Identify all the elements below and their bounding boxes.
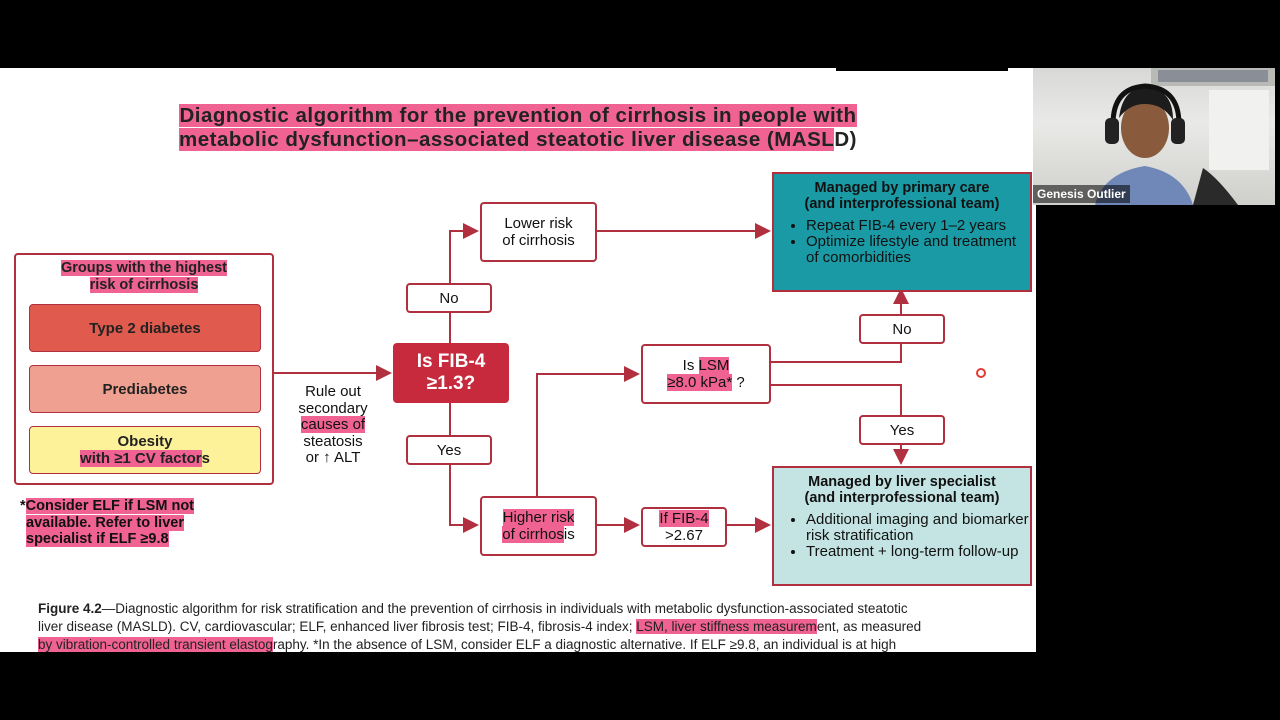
risk-prediabetes: Prediabetes — [29, 365, 261, 413]
lsm-line-2a: ≥8.0 kPa* — [667, 374, 733, 391]
lsm-line-1: Is LSM — [683, 357, 730, 374]
lsm-decision-box: Is LSM ≥8.0 kPa* ? — [641, 344, 771, 404]
fib4-no-label: No — [406, 283, 492, 313]
lsm-no-text: No — [892, 320, 912, 338]
fib4-yes-label: Yes — [406, 435, 492, 465]
risk-type2-diabetes: Type 2 diabetes — [29, 304, 261, 352]
if-fib4-line-1: If FIB-4 — [659, 510, 709, 527]
lsm-line-2: ≥8.0 kPa* ? — [667, 374, 745, 391]
higher-risk-line-2a: of cirrhos — [502, 526, 564, 543]
caption-line-3a: by vibration-controlled transient elasto… — [38, 637, 273, 652]
primary-care-header-line-1: Managed by primary care — [814, 180, 990, 196]
caption-line-2c: ent, as measured — [816, 619, 922, 634]
rule-out-line-1: Rule out — [305, 383, 361, 400]
pointer-cursor-icon — [976, 368, 986, 378]
caption-line-2a: liver disease (MASLD). CV, cardiovascula… — [38, 619, 637, 634]
rule-out-line-3: causes of — [300, 416, 366, 433]
caption-line-2b: LSM, liver stiffness measurem — [636, 619, 817, 634]
fib4-decision: Is FIB-4 ≥1.3? — [393, 343, 509, 403]
slide-title: Diagnostic algorithm for the prevention … — [0, 104, 1036, 128]
specialist-bullet: Additional imaging and biomarker risk st… — [806, 512, 1030, 544]
groups-title-line-1: Groups with the highest — [61, 260, 227, 276]
footnote-line-1: Consider ELF if LSM not — [25, 498, 195, 514]
risk-obesity-sub-b: s — [201, 450, 210, 467]
higher-risk-line-2b: is — [563, 526, 575, 543]
fib4-no-text: No — [439, 289, 459, 307]
fib4-line-2: ≥1.3? — [426, 373, 476, 394]
connectors — [274, 223, 909, 533]
lower-risk-line-1: Lower risk — [504, 215, 573, 232]
lsm-yes-label: Yes — [859, 415, 945, 445]
primary-care-box: Managed by primary care (and interprofes… — [772, 172, 1032, 292]
rule-out-line-5: or ↑ ALT — [305, 449, 361, 466]
higher-risk-box: Higher risk of cirrhosis — [480, 496, 597, 556]
lsm-line-2b: ? — [732, 374, 745, 391]
specialist-bullets: Additional imaging and biomarker risk st… — [774, 512, 1030, 560]
caption-figure-label: Figure 4.2 — [38, 601, 102, 616]
risk-prediabetes-label: Prediabetes — [102, 380, 188, 398]
slide-title-2: metabolic dysfunction–associated steatot… — [0, 128, 1036, 152]
lower-risk-line-2: of cirrhosis — [502, 232, 575, 249]
caption-line-3: by vibration-controlled transient elasto… — [38, 636, 1036, 652]
lsm-yes-text: Yes — [889, 421, 915, 439]
specialist-header-line-2: (and interprofessional team) — [804, 490, 1000, 506]
footnote: *Consider ELF if LSM not available. Refe… — [20, 498, 240, 548]
primary-care-bullet: Optimize lifestyle and treatment of como… — [806, 234, 1030, 266]
title-line-1: Diagnostic algorithm for the prevention … — [179, 104, 857, 127]
lsm-line-1a: Is — [682, 357, 699, 374]
groups-title-line-2: risk of cirrhosis — [89, 277, 199, 293]
risk-obesity-sub-a: with ≥1 CV factor — [80, 450, 202, 467]
higher-risk-line-1: Higher risk — [502, 509, 575, 526]
caption-line-2: liver disease (MASLD). CV, cardiovascula… — [38, 618, 1036, 636]
lower-risk-box: Lower risk of cirrhosis — [480, 202, 597, 262]
footnote-star: * — [20, 498, 26, 514]
fib4-yes-text: Yes — [436, 441, 462, 459]
title-line-2b: D) — [834, 128, 857, 151]
risk-obesity-sub: with ≥1 CV factors — [80, 450, 210, 467]
specialist-header: Managed by liver specialist (and interpr… — [774, 474, 1030, 506]
risk-type2-diabetes-label: Type 2 diabetes — [89, 319, 201, 337]
caption-line-1-text: —Diagnostic algorithm for risk stratific… — [101, 601, 908, 616]
title-line-2a: metabolic dysfunction–associated steatot… — [179, 128, 835, 151]
risk-obesity-label: Obesity — [117, 433, 173, 450]
footnote-line-2: available. Refer to liver — [26, 514, 184, 531]
rule-out-text: Rule out secondary causes of steatosis o… — [283, 383, 383, 467]
footnote-line-3: specialist if ELF ≥9.8 — [26, 531, 169, 547]
top-strip — [836, 68, 1008, 71]
if-fib4-box: If FIB-4 >2.67 — [641, 507, 727, 547]
arrow-higher-to-lsm — [536, 366, 640, 496]
rule-out-line-2: secondary — [298, 399, 368, 417]
caption-line-1: Figure 4.2—Diagnostic algorithm for risk… — [38, 600, 1036, 618]
specialist-header-line-1: Managed by liver specialist — [808, 474, 996, 490]
line-lsm-to-no — [771, 344, 902, 363]
if-fib4-line-2: >2.67 — [665, 527, 703, 544]
groups-title: Groups with the highest risk of cirrhosi… — [16, 260, 272, 294]
lsm-line-1b: LSM — [698, 357, 730, 374]
fib4-line-1: Is FIB-4 — [416, 351, 486, 372]
primary-care-bullets: Repeat FIB-4 every 1–2 years Optimize li… — [774, 218, 1030, 266]
rule-out-line-4: steatosis — [303, 432, 363, 450]
risk-obesity: Obesity with ≥1 CV factors — [29, 426, 261, 474]
higher-risk-line-2: of cirrhosis — [502, 526, 575, 543]
lsm-no-label: No — [859, 314, 945, 344]
primary-care-header-line-2: (and interprofessional team) — [804, 196, 1000, 212]
caption-line-3b: raphy. *In the absence of LSM, consider … — [272, 637, 897, 652]
slide: Diagnostic algorithm for the prevention … — [0, 68, 1036, 652]
line-lsm-to-yes — [771, 384, 902, 415]
webcam-tile: Genesis Outlier — [1033, 68, 1275, 205]
figure-caption: Figure 4.2—Diagnostic algorithm for risk… — [38, 600, 1036, 652]
primary-care-header: Managed by primary care (and interprofes… — [774, 180, 1030, 212]
webcam-name-label: Genesis Outlier — [1033, 185, 1130, 203]
high-risk-groups-panel: Groups with the highest risk of cirrhosi… — [14, 253, 274, 485]
primary-care-bullet: Repeat FIB-4 every 1–2 years — [806, 218, 1030, 234]
specialist-box: Managed by liver specialist (and interpr… — [772, 466, 1032, 586]
specialist-bullet: Treatment + long-term follow-up — [806, 544, 1030, 560]
webcam-person-icon — [1095, 68, 1275, 205]
